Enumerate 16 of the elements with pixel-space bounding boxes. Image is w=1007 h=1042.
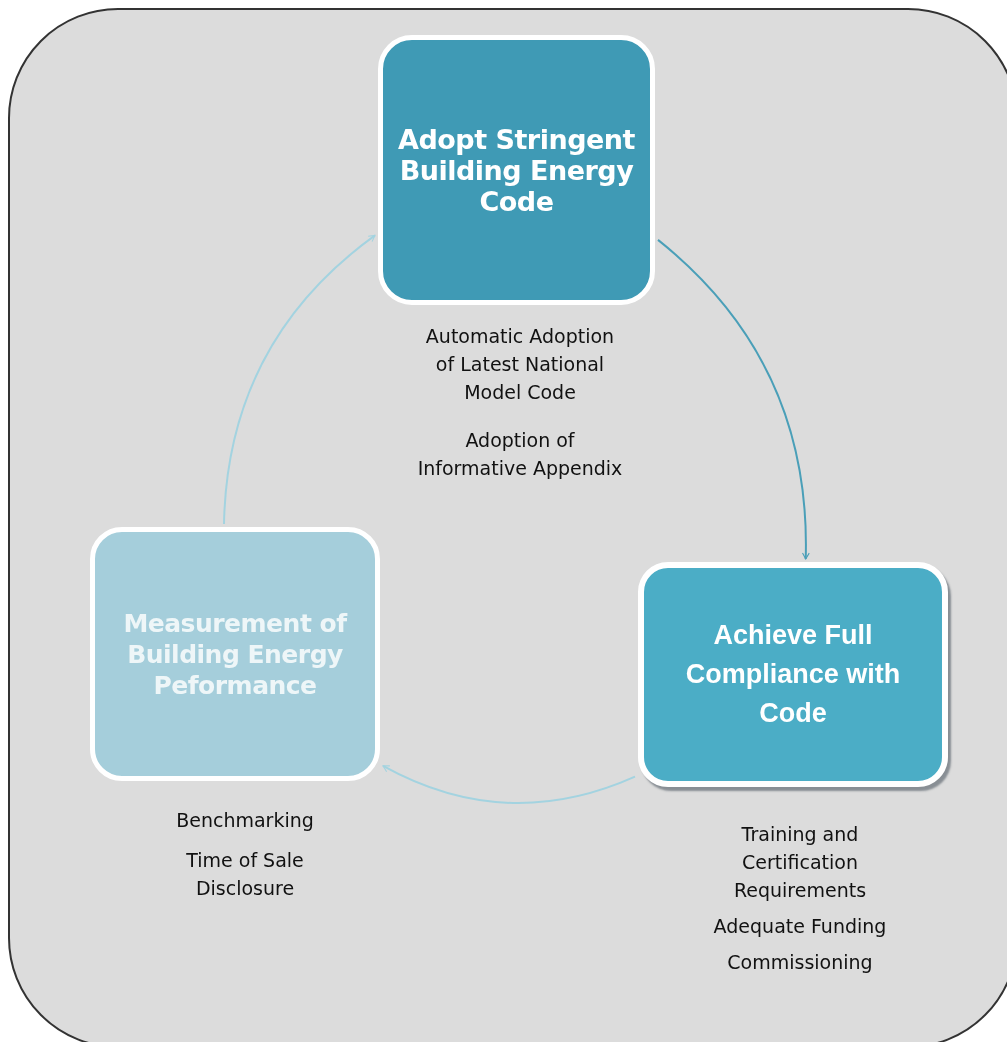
note-text: Adoption of Informative Appendix (416, 428, 624, 481)
process-box (90, 527, 380, 781)
curved-arrow (223, 234, 376, 525)
box-title: Adopt Stringent Building Energy Code (397, 123, 636, 217)
box-title: Achieve Full Compliance with Code (684, 619, 902, 730)
note-text: Benchmarking (176, 808, 314, 833)
curved-arrow (657, 238, 810, 560)
note-text: Adequate Funding (713, 914, 887, 939)
process-box (378, 35, 655, 305)
note-text: Commissioning (727, 950, 873, 975)
curved-arrow (382, 764, 636, 804)
box-title: Measurement of Building Energy Peformance (122, 607, 349, 701)
note-text: Automatic Adoption of Latest National Model Code (424, 324, 616, 405)
note-text: Time of Sale Disclosure (185, 848, 305, 901)
process-box (638, 562, 948, 787)
note-text: Training and Certification Requirements (732, 822, 868, 903)
